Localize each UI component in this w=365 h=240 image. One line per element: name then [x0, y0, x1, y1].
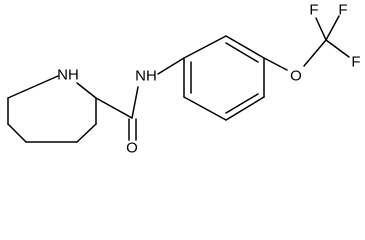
piperidine-ring	[7, 75, 97, 143]
ether-oxygen-label: O	[290, 68, 302, 85]
amide-nitrogen-label: NH	[135, 68, 157, 85]
bond-c7-to-ring-n	[7, 75, 59, 99]
bond-cf3-to-f-right	[325, 39, 350, 58]
trifluoromethoxy-group	[263, 15, 350, 71]
bond-ar6-ar1	[183, 35, 227, 59]
bond-aryl-to-ether-o	[263, 57, 288, 71]
aromatic-inner-bond-3	[225, 42, 259, 63]
bond-ether-o-to-cf3	[303, 39, 327, 67]
amide-group	[95, 57, 185, 141]
bond-ring-n-to-c2	[76, 82, 97, 99]
bond-ar2-ar3	[183, 96, 227, 121]
aromatic-inner-bond-2	[225, 93, 259, 114]
bond-c2-to-carbonyl	[95, 97, 133, 119]
benzene-ring	[183, 35, 265, 121]
structural-formula-diagram: NH NH O O F F F	[7, 2, 361, 156]
bond-ar3-ar4	[225, 96, 265, 121]
bond-amide-n-to-aryl	[157, 57, 185, 75]
bond-ar5-ar6	[225, 35, 265, 59]
carbonyl-oxygen-label: O	[126, 140, 138, 156]
bond-cf3-to-f-top-right	[325, 15, 340, 41]
fluorine-right-label: F	[351, 54, 360, 71]
bond-c5-to-c6	[7, 123, 27, 143]
fluorine-top-left-label: F	[309, 2, 318, 19]
bond-carbonyl-to-amide-n	[131, 86, 139, 119]
bond-c3-to-c4	[76, 123, 97, 143]
bond-cf3-to-f-top-left	[315, 17, 327, 41]
fluorine-top-right-label: F	[338, 2, 347, 19]
ring-nitrogen-label: NH	[57, 67, 79, 84]
